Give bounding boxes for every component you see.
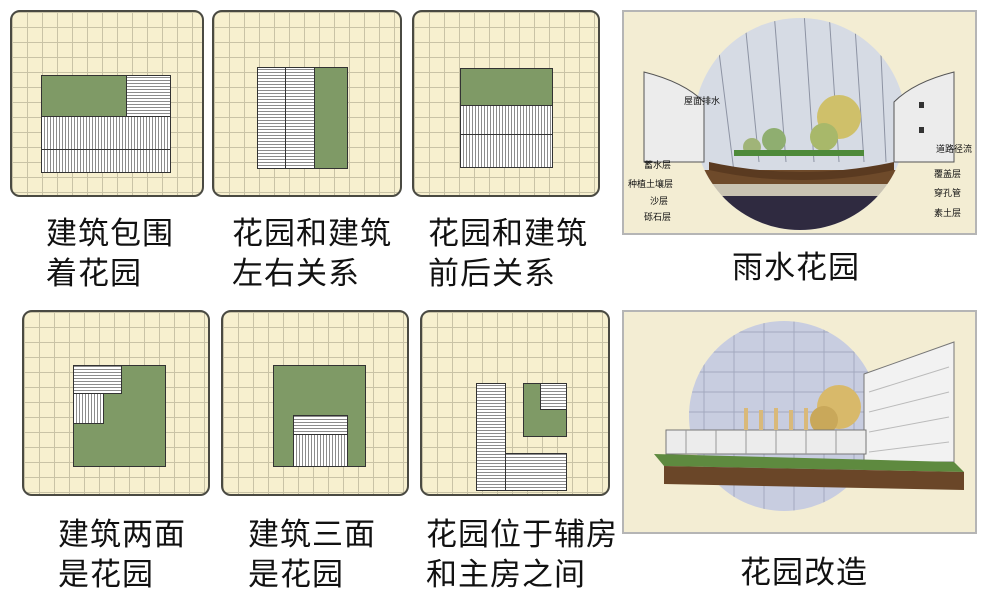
building-block [73,393,104,424]
layout-panel-front-back [412,10,600,197]
garden-renovation-illustration [622,310,977,534]
caption-two-sides: 建筑两面 是花园 [58,517,186,593]
label-gravel-layer: 砾石层 [644,211,671,223]
caption-left-right: 花园和建筑 左右关系 [232,216,392,292]
caption-enclosed: 建筑包围 着花园 [46,216,174,292]
label-sand-layer: 沙层 [650,196,668,207]
building-block [540,383,567,410]
caption-rain-garden: 雨水花园 [732,250,860,286]
building-block [285,67,315,169]
building-block [460,105,553,135]
layout-panel-enclosed [10,10,204,197]
building-block [460,134,553,168]
caption-renovation: 花园改造 [740,555,868,591]
label-roof-drain: 屋面排水 [684,95,720,107]
garden-block [460,68,553,106]
building-block [41,116,171,150]
garden-block [314,67,348,169]
caption-three-sides: 建筑三面 是花园 [248,517,376,593]
label-plain-soil: 素土层 [934,207,961,219]
rain-garden-illustration: 屋面排水 道路径流 蓄水层 覆盖层 种植土壤层 穿孔管 沙层 砾石层 素土层 [622,10,977,235]
label-planting-soil: 种植土壤层 [628,178,673,190]
building-block [505,453,567,491]
label-perforated-pipe: 穿孔管 [934,187,961,199]
label-cover-layer: 覆盖层 [934,168,961,180]
building-block [73,365,122,394]
caption-front-back: 花园和建筑 前后关系 [428,216,588,292]
building-block [41,149,171,173]
building-block [476,383,506,491]
building-block [293,434,348,467]
layout-panel-two-sides [22,310,210,496]
building-block [126,75,171,117]
layout-panel-between [420,310,610,496]
label-road-runoff: 道路径流 [936,143,972,155]
garden-block [41,75,127,117]
building-block [293,415,348,435]
label-storage-layer: 蓄水层 [644,159,671,171]
layout-panel-left-right [212,10,402,197]
layout-panel-three-sides [221,310,409,496]
caption-between: 花园位于辅房 和主房之间 [426,517,618,593]
